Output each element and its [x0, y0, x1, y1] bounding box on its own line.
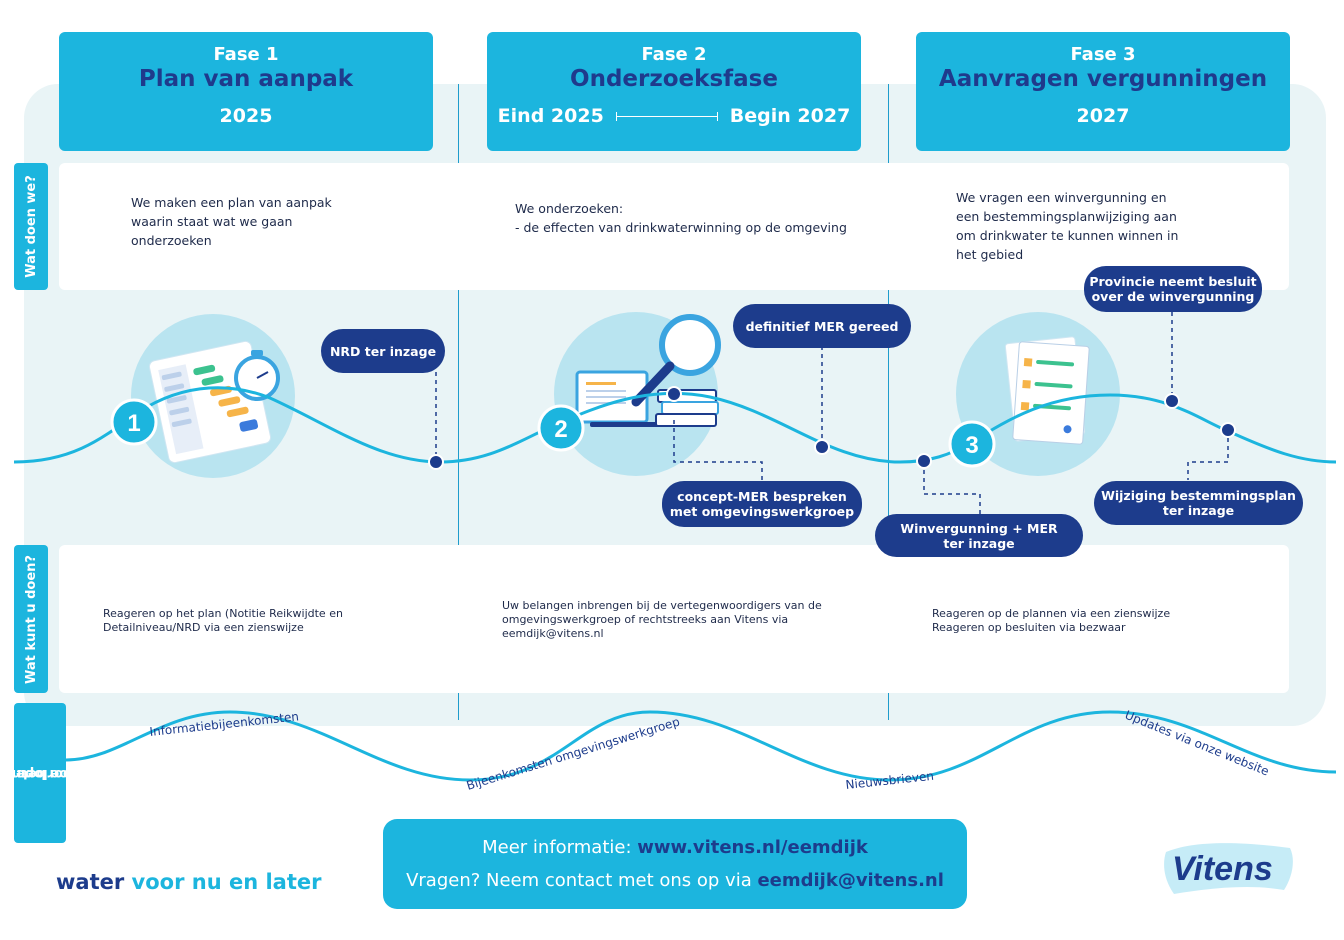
phase-title: Onderzoeksfase	[570, 66, 778, 92]
milestone-dot	[814, 439, 830, 455]
website-link[interactable]: www.vitens.nl/eemdijk	[637, 837, 868, 858]
wat-kunt-u-doen-col1: Reageren op het plan (Notitie Reikwijdte…	[103, 607, 343, 634]
phase-label: Fase 2	[641, 44, 707, 65]
side-tab-hoe-betrekken: Hoe betrekkenwe u doorlopend?	[0, 703, 120, 843]
wat-kunt-u-doen-col2: Uw belangen inbrengen bij de vertegenwoo…	[502, 599, 822, 640]
ongoing-label-info: Informatiebijeenkomsten	[149, 709, 300, 739]
phase-label: Fase 3	[1070, 44, 1136, 65]
phase-1-header: Fase 1 Plan van aanpak 2025	[59, 32, 433, 151]
timeline-wave	[13, 386, 1337, 464]
documents-icon	[1004, 336, 1090, 445]
contact-box: Meer informatie: www.vitens.nl/eemdijk V…	[383, 819, 967, 909]
phase-year-start: Eind 2025	[497, 105, 604, 127]
wat-doen-we-col2: We onderzoeken: - de effecten van drinkw…	[515, 201, 847, 235]
column-divider	[888, 84, 889, 720]
wat-kunt-u-doen-col3: Reageren op de plannen via een zienswijz…	[932, 607, 1171, 634]
svg-text:1: 1	[127, 410, 140, 437]
svg-text:2: 2	[554, 416, 567, 443]
vitens-logo-text: Vitens	[1172, 850, 1273, 888]
milestone-connectors	[435, 312, 1229, 514]
ongoing-label-nieuwsbrieven: Nieuwsbrieven	[845, 769, 935, 792]
milestone-definitief-mer: definitief MER gereed	[733, 304, 911, 348]
step-2-badge: 2	[537, 404, 585, 452]
milestone-dot	[1164, 393, 1180, 409]
side-tab-wat-doen-we: Wat doen we?	[14, 163, 48, 290]
stopwatch-icon	[234, 350, 280, 401]
step-3-badge: 3	[948, 420, 996, 468]
phase-year: 2027	[1076, 105, 1130, 127]
slogan: water voor nu en later	[56, 870, 322, 894]
svg-text:3: 3	[965, 432, 978, 459]
side-tab-wat-kunt-u-doen: Wat kunt u doen?	[14, 545, 48, 693]
milestone-dot	[916, 453, 932, 469]
phase-year: 2025	[219, 105, 273, 127]
ongoing-wave	[65, 710, 1337, 782]
wat-doen-we-card	[59, 163, 1289, 290]
wat-doen-we-col3: We vragen een winvergunning en een beste…	[956, 190, 1179, 262]
phase-2-header: Fase 2 Onderzoeksfase Eind 2025 Begin 20…	[487, 32, 861, 151]
phase-year-end: Begin 2027	[729, 105, 851, 127]
column-divider	[458, 84, 459, 720]
phase-title: Plan van aanpak	[138, 66, 354, 92]
milestone-dot	[1220, 422, 1236, 438]
wat-doen-we-col1: We maken een plan van aanpak waarin staa…	[131, 195, 332, 248]
step-1-badge: 1	[110, 398, 158, 446]
email-link[interactable]: eemdijk@vitens.nl	[757, 870, 944, 891]
ongoing-label-updates: Updates via onze website	[1123, 708, 1271, 779]
vitens-logo: Vitens	[1160, 838, 1300, 904]
wat-kunt-u-doen-card	[59, 545, 1289, 693]
milestone-dot	[666, 386, 682, 402]
milestone-nrd-ter-inzage: NRD ter inzage	[321, 329, 445, 373]
phase-3-header: Fase 3 Aanvragen vergunningen 2027	[916, 32, 1290, 151]
milestone-dot	[428, 454, 444, 470]
phase-title: Aanvragen vergunningen	[938, 66, 1268, 92]
phase-label: Fase 1	[213, 44, 279, 65]
ongoing-label-werkgroep: Bijeenkomsten omgevingswerkgroep	[465, 715, 682, 793]
vragen-label: Vragen? Neem contact met ons op via	[406, 870, 758, 891]
period-line	[615, 111, 718, 121]
meer-info-label: Meer informatie:	[482, 837, 638, 858]
